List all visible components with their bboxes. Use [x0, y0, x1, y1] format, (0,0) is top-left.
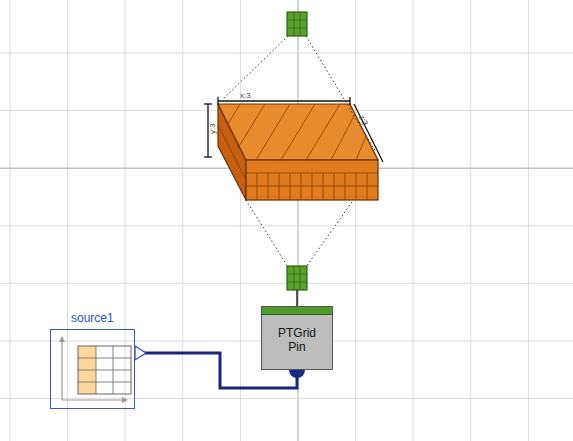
grid-line	[470, 0, 471, 441]
block-hatch	[228, 104, 366, 160]
block-front-grid	[218, 125, 378, 200]
source-block: source1	[50, 329, 135, 409]
grid-line	[182, 0, 183, 441]
dimension-label: x:3	[240, 92, 251, 100]
grid-line	[0, 53, 573, 54]
grid-line	[240, 0, 241, 441]
block-illustration	[59, 12, 383, 403]
grid-line	[528, 0, 529, 441]
block-name: PTGrid Pin	[271, 327, 323, 355]
block-front	[246, 160, 378, 200]
dimension-label: y:3	[209, 123, 217, 134]
grid-line	[0, 398, 573, 399]
dimension-lines	[204, 97, 383, 162]
grid-line	[413, 0, 414, 441]
projection-lines	[222, 36, 376, 267]
output-port	[135, 346, 146, 360]
block-name: source1	[71, 311, 114, 325]
grid-line	[10, 0, 11, 441]
grid-line	[0, 225, 573, 226]
grid-line	[67, 0, 68, 441]
pin-block: PTGrid Pin	[261, 306, 333, 370]
port-link	[296, 290, 298, 306]
dimension-label: z:3	[357, 114, 369, 127]
port-top	[287, 12, 307, 36]
port-bottom	[287, 266, 307, 290]
pin-strip	[262, 307, 332, 315]
grid-line	[355, 0, 356, 441]
table-icon	[59, 336, 131, 403]
block-top	[218, 104, 378, 160]
grid-line	[125, 0, 126, 441]
